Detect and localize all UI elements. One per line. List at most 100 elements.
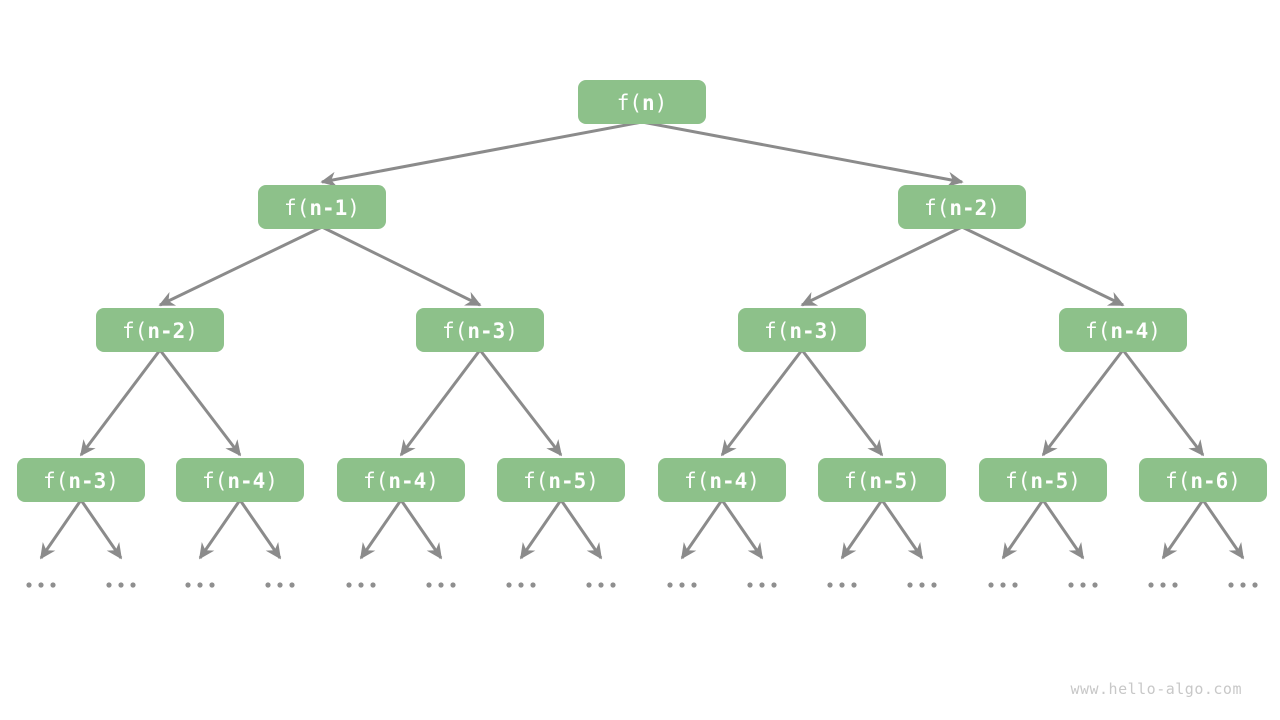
edge-arrow bbox=[79, 499, 123, 560]
ellipsis-dot bbox=[919, 582, 925, 588]
ellipsis-dot bbox=[851, 582, 857, 588]
ellipsis-dot bbox=[839, 582, 845, 588]
tree-node: f(n-1) bbox=[258, 185, 386, 229]
tree-node-box bbox=[658, 458, 786, 502]
ellipsis-dot bbox=[691, 582, 697, 588]
ellipsis-dot bbox=[1228, 582, 1234, 588]
tree-node-box bbox=[96, 308, 224, 352]
ellipsis-dot bbox=[1148, 582, 1154, 588]
edge-arrow bbox=[680, 499, 724, 560]
tree-node-box bbox=[258, 185, 386, 229]
tree-node: f(n-3) bbox=[416, 308, 544, 352]
ellipsis-dot bbox=[50, 582, 56, 588]
edge-arrow bbox=[158, 225, 323, 307]
tree-node-label: f(n-5) bbox=[844, 469, 920, 493]
tree-node-box bbox=[337, 458, 465, 502]
tree-node: f(n-5) bbox=[818, 458, 946, 502]
ellipsis-dot bbox=[667, 582, 673, 588]
tree-node-label: f(n-2) bbox=[924, 196, 1000, 220]
tree-node-label: f(n-3) bbox=[442, 319, 518, 343]
ellipsis-dot bbox=[209, 582, 215, 588]
tree-node-box bbox=[416, 308, 544, 352]
edge-arrow bbox=[641, 120, 964, 187]
tree-node-label: f(n-1) bbox=[284, 196, 360, 220]
ellipsis-dot bbox=[118, 582, 124, 588]
edge-arrow bbox=[359, 499, 403, 560]
tree-node: f(n-4) bbox=[176, 458, 304, 502]
tree-node-label: f(n-6) bbox=[1165, 469, 1241, 493]
tree-node-box bbox=[738, 308, 866, 352]
ellipsis-dot bbox=[185, 582, 191, 588]
edge-arrow bbox=[1041, 499, 1085, 560]
ellipsis-dot bbox=[1012, 582, 1018, 588]
edge-arrow bbox=[320, 120, 643, 187]
tree-node-label: f(n-4) bbox=[363, 469, 439, 493]
ellipsis-dot bbox=[1160, 582, 1166, 588]
ellipsis-dot bbox=[907, 582, 913, 588]
tree-node-label: f(n) bbox=[617, 91, 668, 115]
tree-node-box bbox=[898, 185, 1026, 229]
ellipsis-dots bbox=[185, 582, 215, 588]
ellipsis-dot bbox=[130, 582, 136, 588]
ellipsis-dot bbox=[827, 582, 833, 588]
tree-node-box bbox=[17, 458, 145, 502]
ellipsis-dot bbox=[1092, 582, 1098, 588]
ellipsis-dots bbox=[747, 582, 777, 588]
tree-node: f(n-4) bbox=[337, 458, 465, 502]
edge-arrow bbox=[720, 349, 804, 457]
edge-arrow bbox=[840, 499, 884, 560]
ellipsis-dot bbox=[346, 582, 352, 588]
ellipsis-dot bbox=[747, 582, 753, 588]
ellipsis-dots bbox=[1228, 582, 1258, 588]
tree-node: f(n-5) bbox=[497, 458, 625, 502]
edge-arrow bbox=[39, 499, 83, 560]
ellipsis-dots bbox=[346, 582, 376, 588]
ellipsis-dot bbox=[759, 582, 765, 588]
ellipsis-dot bbox=[679, 582, 685, 588]
tree-node-box bbox=[818, 458, 946, 502]
tree-node: f(n-3) bbox=[738, 308, 866, 352]
tree-node-label: f(n-2) bbox=[122, 319, 198, 343]
edge-arrow bbox=[79, 349, 162, 457]
ellipsis-dot bbox=[38, 582, 44, 588]
ellipsis-dot bbox=[1252, 582, 1258, 588]
edge-arrow bbox=[720, 499, 764, 560]
ellipsis-dot bbox=[450, 582, 456, 588]
ellipsis-dot bbox=[1240, 582, 1246, 588]
tree-node: f(n-2) bbox=[898, 185, 1026, 229]
edge-arrow bbox=[399, 499, 443, 560]
edge-arrow bbox=[800, 225, 963, 307]
ellipsis-dot bbox=[26, 582, 32, 588]
edge-arrow bbox=[1121, 349, 1205, 457]
tree-node-box bbox=[1059, 308, 1187, 352]
tree-node-box bbox=[1139, 458, 1267, 502]
ellipsis-dot bbox=[277, 582, 283, 588]
ellipsis-dots bbox=[907, 582, 937, 588]
ellipsis-dots bbox=[426, 582, 456, 588]
ellipsis-dot bbox=[1068, 582, 1074, 588]
tree-node: f(n-4) bbox=[658, 458, 786, 502]
tree-node-box bbox=[578, 80, 706, 124]
ellipsis-dot bbox=[518, 582, 524, 588]
ellipsis-dot bbox=[106, 582, 112, 588]
ellipsis-dots bbox=[106, 582, 136, 588]
ellipsis-dots bbox=[26, 582, 56, 588]
edge-arrow bbox=[1041, 349, 1125, 457]
tree-node: f(n-6) bbox=[1139, 458, 1267, 502]
ellipsis-dot bbox=[358, 582, 364, 588]
tree-node: f(n) bbox=[578, 80, 706, 124]
edge-arrow bbox=[478, 349, 563, 457]
tree-node-box bbox=[176, 458, 304, 502]
tree-node-label: f(n-5) bbox=[1005, 469, 1081, 493]
tree-node-box bbox=[979, 458, 1107, 502]
tree-node: f(n-5) bbox=[979, 458, 1107, 502]
ellipsis-dot bbox=[586, 582, 592, 588]
edge-arrow bbox=[880, 499, 924, 560]
tree-node-label: f(n-3) bbox=[43, 469, 119, 493]
ellipsis-dot bbox=[289, 582, 295, 588]
edge-arrow bbox=[198, 499, 242, 560]
ellipsis-dot bbox=[771, 582, 777, 588]
edge-arrow bbox=[1161, 499, 1205, 560]
